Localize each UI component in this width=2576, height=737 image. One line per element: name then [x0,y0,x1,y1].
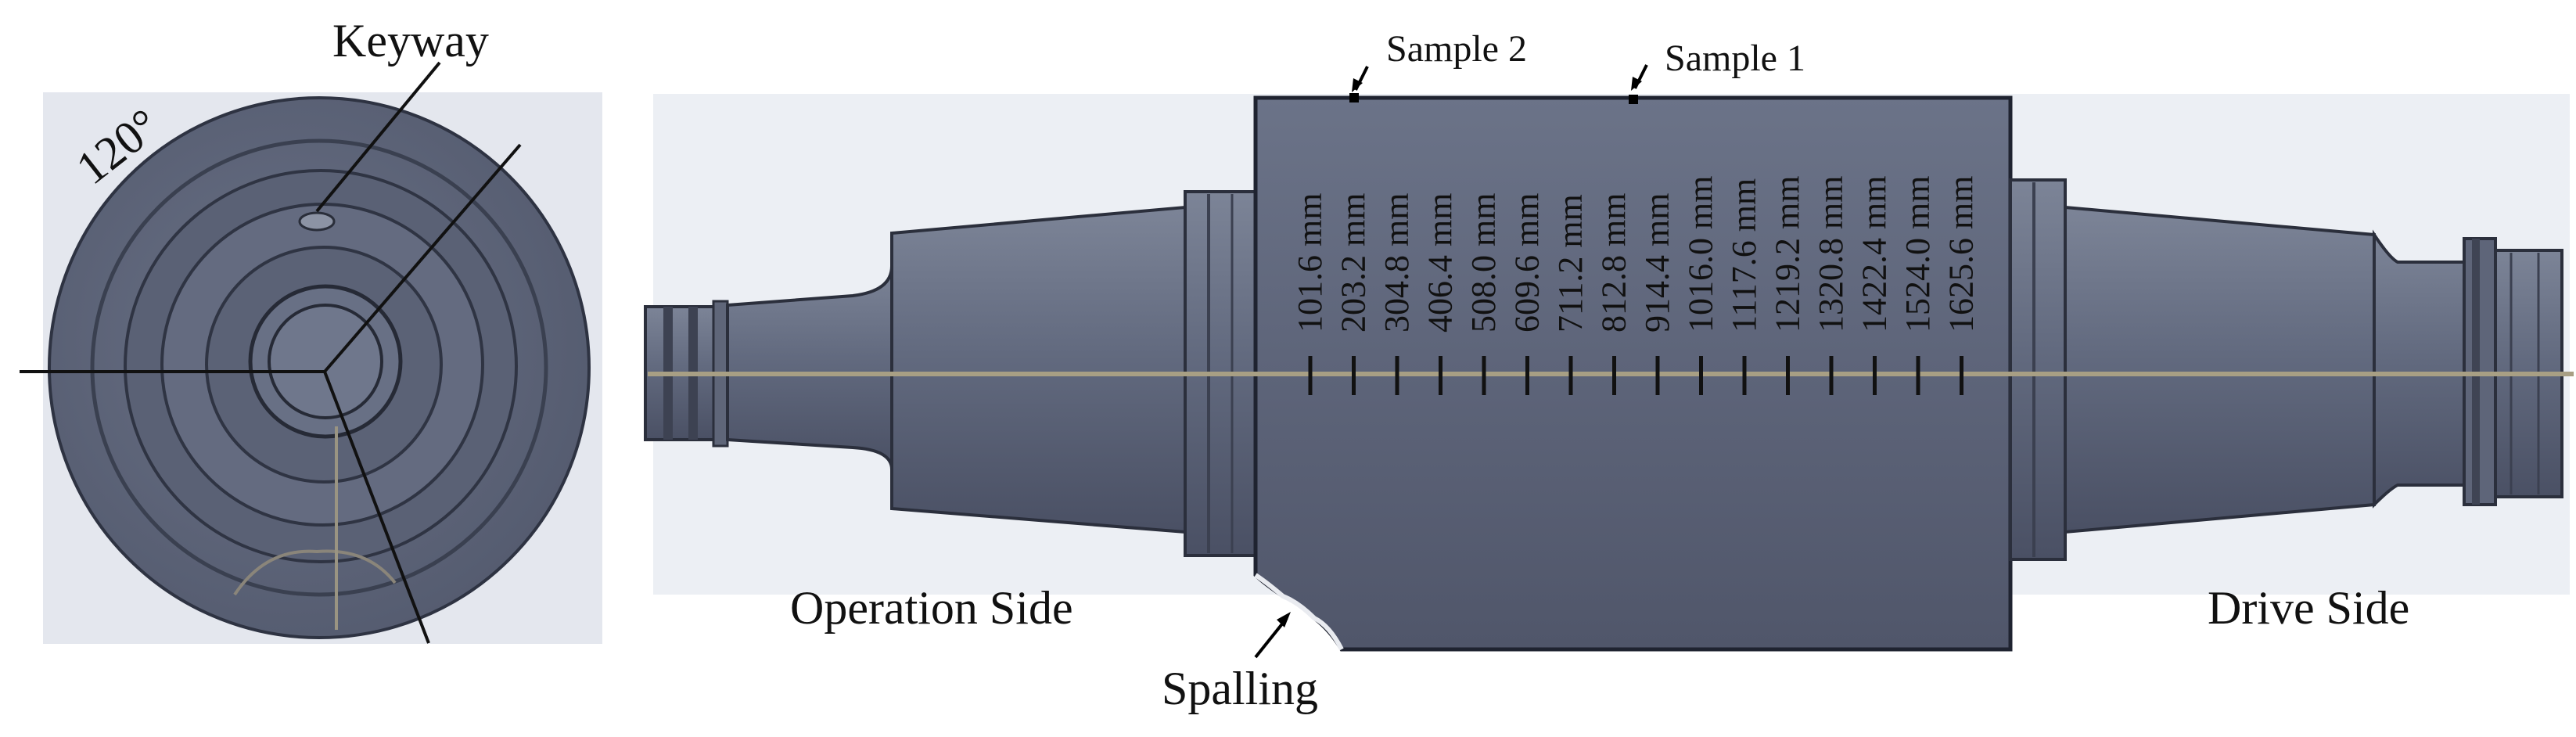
sample-1-marker [1629,95,1638,104]
sample-1-label: Sample 1 [1665,38,1805,79]
end-face-ring-1 [90,138,548,597]
measurement-label: 609.6 mm [1508,193,1547,333]
end-view: Keyway 120° [20,15,602,644]
drive-taper [2064,205,2376,534]
operation-side-label: Operation Side [790,582,1073,634]
measurement-label: 101.6 mm [1291,193,1329,333]
measurement-label: 304.8 mm [1378,193,1416,333]
keyway-label: Keyway [332,15,489,67]
measurement-label: 1422.4 mm [1856,176,1894,333]
measurement-label: 1524.0 mm [1899,176,1937,333]
measurement-label: 1219.2 mm [1769,176,1807,333]
drive-side-label: Drive Side [2208,582,2409,634]
measurement-label: 1625.6 mm [1942,176,1981,333]
measurement-label: 914.4 mm [1638,193,1676,333]
sample-2-label: Sample 2 [1386,28,1527,70]
measurement-label: 711.2 mm [1551,194,1590,333]
end-face-spall-outline [233,549,397,596]
sample-1-arrowhead [1631,77,1642,91]
measurement-label: 1320.8 mm [1812,176,1850,333]
measurement-label: 1016.0 mm [1682,176,1720,333]
operation-taper [890,205,1187,534]
measurement-label: 1117.6 mm [1725,178,1763,333]
spalling-arrowhead [1277,612,1291,627]
measurement-label: 203.2 mm [1335,193,1373,333]
keyway-leader [315,61,441,213]
measurement-label: 406.4 mm [1421,193,1460,333]
reference-line-120 [323,143,522,373]
sample-2-arrowhead [1352,78,1363,92]
sample-2-marker [1349,93,1359,102]
drive-neck [2373,229,2466,509]
measurement-label: 812.8 mm [1595,193,1633,333]
measurement-label: 508.0 mm [1464,193,1503,333]
keyway-slot [298,211,336,232]
drive-collar [2009,178,2067,561]
end-face-bore [268,304,383,419]
spalling-edge [1254,573,1344,651]
reference-line-lower [323,371,430,644]
spalling-label: Spalling [1162,663,1318,714]
